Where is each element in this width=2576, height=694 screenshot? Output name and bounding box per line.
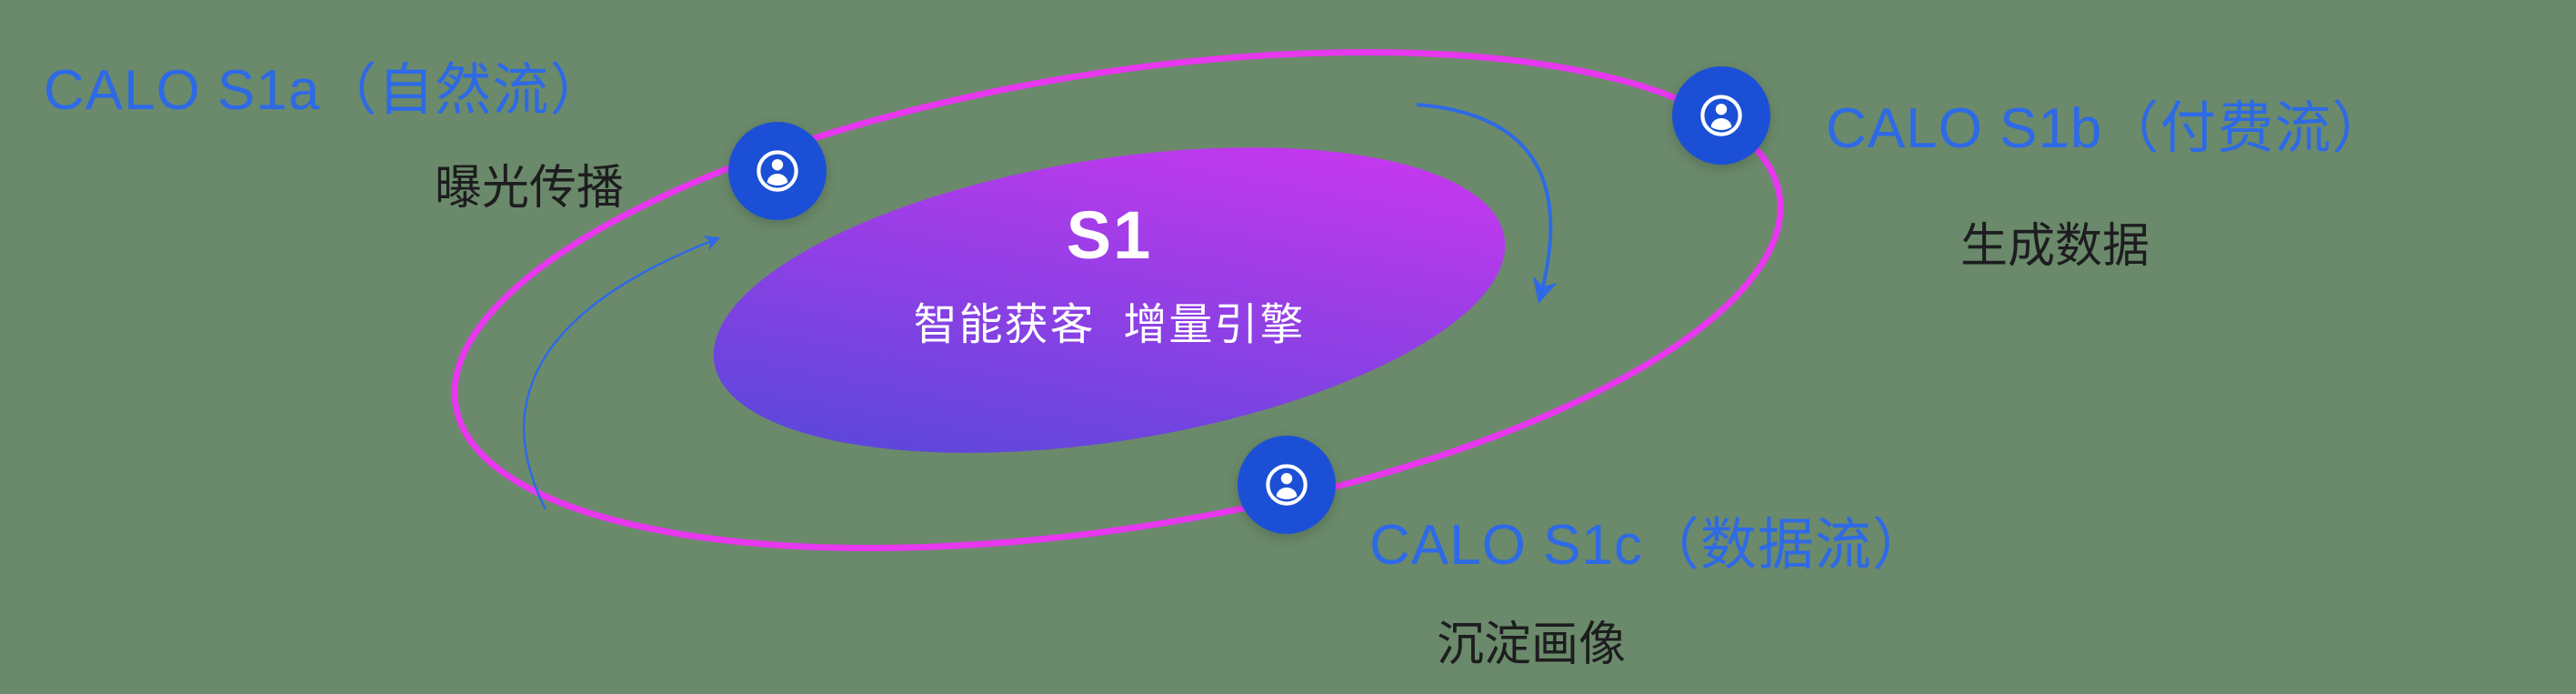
core-ellipse bbox=[713, 147, 1506, 453]
node-s1b-title: CALO S1b（付费流） bbox=[1826, 97, 2390, 160]
flow-arrow-right bbox=[1416, 103, 1558, 305]
core-label-group: S1 智能获客 增量引擎 bbox=[837, 196, 1382, 352]
node-s1a-title: CALO S1a（自然流） bbox=[44, 59, 607, 122]
core-title: S1 bbox=[1066, 197, 1153, 273]
node-s1c-title: CALO S1c（数据流） bbox=[1369, 514, 1929, 577]
node-s1a-subtitle: 曝光传播 bbox=[435, 162, 625, 215]
node-s1c bbox=[1238, 436, 1336, 534]
core-subtitle: 智能获客 增量引擎 bbox=[913, 301, 1306, 349]
node-s1b bbox=[1672, 66, 1770, 165]
orbit-ring bbox=[451, 48, 1784, 552]
user-icon bbox=[1266, 464, 1308, 506]
user-icon bbox=[757, 150, 798, 192]
user-icon bbox=[1700, 95, 1742, 136]
node-s1a bbox=[728, 122, 827, 220]
flow-arrow-left bbox=[523, 236, 721, 510]
node-s1c-subtitle: 沉淀画像 bbox=[1437, 619, 1627, 671]
node-s1b-subtitle: 生成数据 bbox=[1960, 220, 2150, 273]
